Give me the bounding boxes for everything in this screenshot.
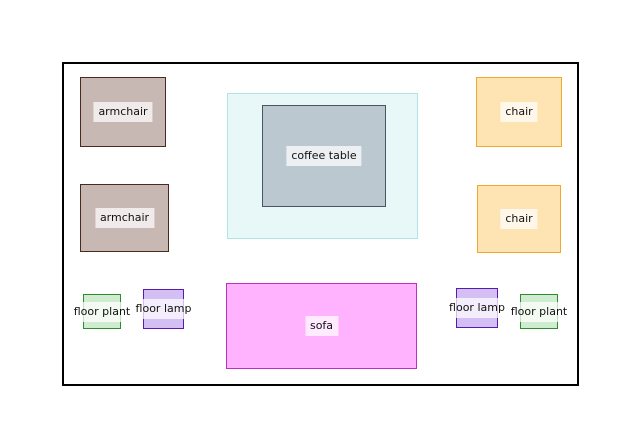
floor-lamp-2: floor lamp — [444, 288, 510, 328]
floor-plant-1: floor plant — [68, 294, 136, 329]
floor-lamp-1: floor lamp — [130, 289, 197, 329]
armchair-1: armchair — [80, 77, 166, 147]
floor-lamp-1-label: floor lamp — [130, 299, 197, 319]
floor-plant-2-label: floor plant — [505, 301, 573, 322]
sofa-label: sofa — [304, 316, 339, 336]
chair-2-label: chair — [500, 209, 538, 229]
sofa: sofa — [226, 283, 417, 369]
chair-2: chair — [477, 185, 561, 253]
floor-plant-2: floor plant — [505, 294, 573, 329]
chair-1-label: chair — [500, 102, 538, 122]
coffee-table-label: coffee table — [286, 146, 362, 166]
armchair-2-label: armchair — [94, 208, 155, 228]
chair-1: chair — [476, 77, 562, 147]
armchair-1-label: armchair — [93, 102, 153, 122]
coffee-table: coffee table — [262, 105, 386, 207]
floor-plant-1-label: floor plant — [68, 301, 136, 322]
armchair-2: armchair — [80, 184, 169, 252]
floor-lamp-2-label: floor lamp — [444, 298, 510, 318]
